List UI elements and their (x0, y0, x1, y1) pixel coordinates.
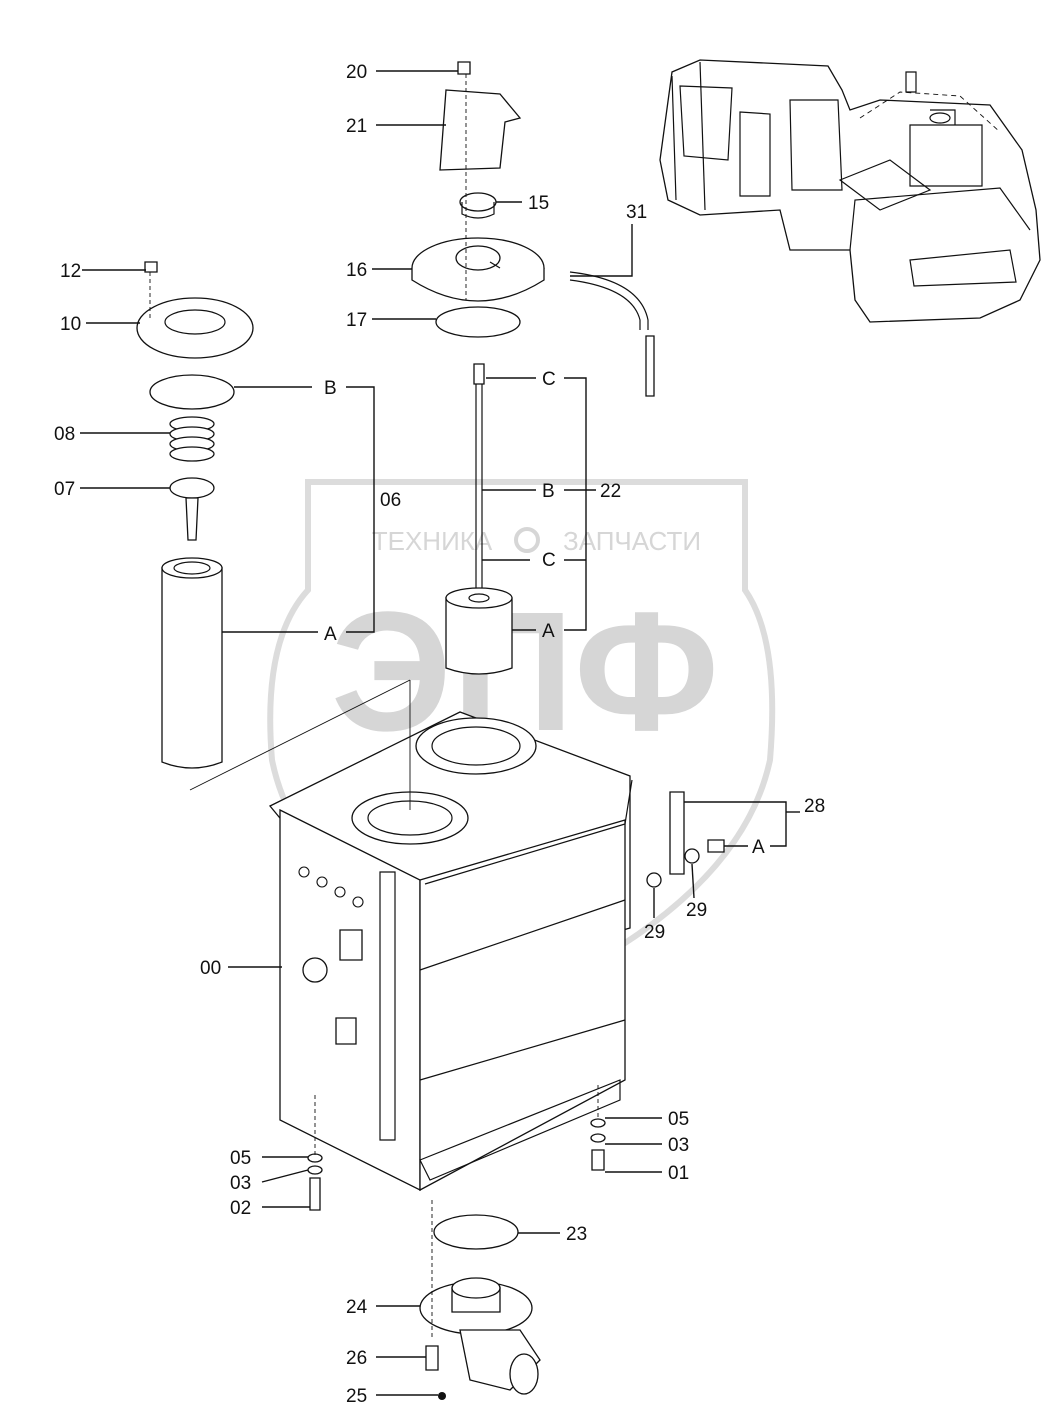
callout-00: 00 (200, 958, 221, 979)
part-20-bolt (457, 61, 471, 75)
watermark-left-text: ТЕХНИКА (372, 526, 493, 556)
part-12-bolt (144, 261, 158, 273)
part-21-bracket (439, 89, 522, 171)
filter-assembly-left (136, 261, 254, 769)
filter-assembly-center (445, 363, 513, 675)
excavator-illustration (659, 59, 1041, 323)
part-31-hose (569, 271, 655, 397)
part-28-bracket (646, 791, 725, 888)
callout-05-left: 05 (230, 1148, 251, 1169)
part-00-tank (189, 679, 633, 1192)
callout-29-left: 29 (644, 922, 665, 943)
watermark-right-text: ЗАПЧАСТИ (563, 526, 701, 556)
callout-03-left: 03 (230, 1173, 251, 1194)
callout-05-right: 05 (668, 1109, 689, 1130)
callout-07: 07 (54, 479, 75, 500)
callout-23: 23 (566, 1224, 587, 1245)
callout-02: 02 (230, 1198, 251, 1219)
callout-26: 26 (346, 1348, 367, 1369)
callout-28: 28 (804, 796, 825, 817)
callout-03-right: 03 (668, 1135, 689, 1156)
callout-17: 17 (346, 310, 367, 331)
callout-20: 20 (346, 62, 367, 83)
callout-a-center: A (542, 621, 555, 642)
callout-29-right: 29 (686, 900, 707, 921)
callout-a-left: A (324, 624, 337, 645)
callout-16: 16 (346, 260, 367, 281)
part-17-gasket (435, 306, 521, 338)
part-08-spring (169, 416, 215, 462)
callout-a-right: A (752, 837, 765, 858)
callout-25: 25 (346, 1386, 367, 1407)
gear-icon (514, 527, 540, 553)
filter-element-a (161, 567, 223, 769)
callout-15: 15 (528, 193, 549, 214)
callout-01: 01 (668, 1163, 689, 1184)
suction-assembly (419, 1200, 541, 1400)
ring-b (149, 374, 235, 410)
callout-c-center: C (542, 550, 556, 571)
callout-31: 31 (626, 202, 647, 223)
callout-c-top: C (542, 369, 556, 390)
callout-08: 08 (54, 424, 75, 445)
callout-21: 21 (346, 116, 367, 137)
callout-24: 24 (346, 1297, 368, 1318)
callout-22: 22 (600, 481, 621, 502)
callout-12: 12 (60, 261, 81, 282)
callout-b-left: B (324, 378, 337, 399)
bottom-hardware (307, 1085, 606, 1211)
leader-lines (80, 70, 800, 1396)
callout-b-center: B (542, 481, 555, 502)
callout-labels: 20 21 15 16 17 31 12 10 B 08 07 06 C B 2… (54, 62, 825, 1407)
callout-10: 10 (60, 314, 81, 335)
cover-assembly (411, 61, 545, 338)
part-10-cover (136, 297, 254, 359)
part-07-valve (169, 477, 215, 499)
callout-06: 06 (380, 490, 401, 511)
part-23-gasket (433, 1214, 519, 1250)
part-15-cap (459, 192, 497, 212)
